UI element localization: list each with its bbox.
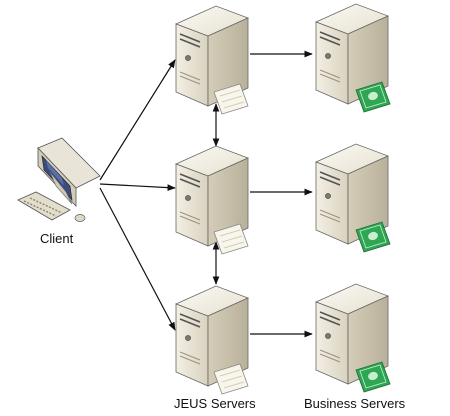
edge-client-jeus-3: [99, 187, 176, 331]
business-server-2: [315, 143, 391, 253]
keyboard-icon: [17, 191, 71, 221]
edge-client-jeus-1: [99, 59, 176, 181]
connections: [99, 50, 313, 338]
jeus-server-1: [175, 5, 249, 115]
business-servers-label: Business Servers: [304, 396, 406, 411]
client-computer: Client: [17, 137, 101, 246]
business-server-3: [315, 283, 391, 393]
jeus-server-2: [175, 145, 249, 255]
jeus-server-3: [175, 285, 249, 395]
monitor-icon: [37, 137, 101, 208]
business-server-1: [315, 3, 391, 113]
jeus-servers-label: JEUS Servers: [174, 396, 256, 411]
mouse-icon: [74, 214, 86, 222]
client-label: Client: [40, 231, 74, 246]
edge-client-jeus-2: [99, 183, 176, 191]
